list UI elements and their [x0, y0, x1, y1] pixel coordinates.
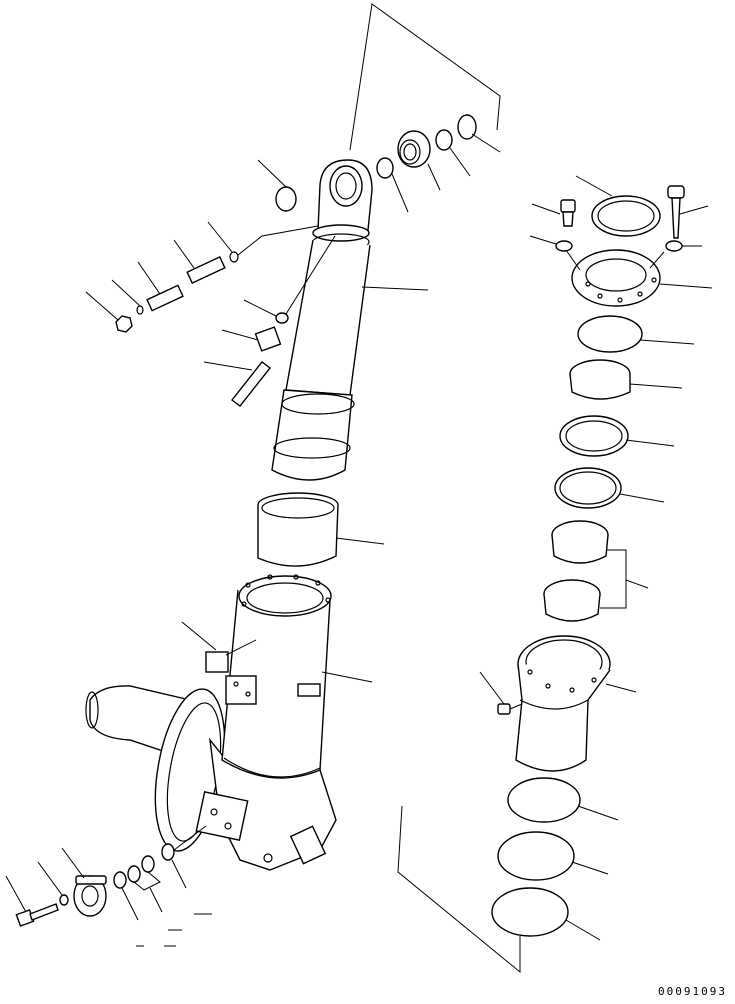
right-oring-4	[491, 887, 569, 937]
leader-washer-right-to-flange	[649, 251, 665, 269]
leader-right-washer-left	[529, 235, 557, 245]
leader-bushing	[335, 537, 385, 545]
leader-o-ring-mid-2	[285, 235, 336, 315]
leader-nut	[85, 291, 119, 321]
upper-group-bracket	[349, 3, 501, 151]
leader-snap-ring-left	[257, 159, 287, 188]
right-oring-2	[507, 777, 581, 823]
o-ring-lower-left	[161, 843, 175, 861]
leader-grease-nipple	[203, 361, 253, 371]
leader-snap-ring-top	[471, 133, 501, 153]
leader-o-ring-mid	[243, 299, 277, 317]
leader-cover-plate	[61, 847, 85, 879]
leader-right-seal-2	[619, 493, 665, 503]
cover-plate-part	[73, 875, 107, 917]
leader-right-oring-4	[565, 919, 601, 941]
leader-right-ring-top	[575, 175, 613, 197]
lower-group-bracket	[397, 805, 521, 974]
shim-1	[113, 871, 127, 889]
washer-small	[59, 894, 69, 906]
leader-right-oring-3	[571, 861, 609, 875]
leader-lower-knuckle	[321, 671, 373, 683]
right-bushing-bracket	[600, 549, 627, 609]
leader-fitting-1	[137, 261, 161, 295]
shim-3	[141, 855, 155, 873]
leader-o-ring-top	[391, 173, 409, 213]
leader-grease-to-housing	[509, 703, 523, 710]
leader-right-housing	[605, 683, 637, 693]
leader-right-bolt-long	[679, 205, 709, 215]
o-ring-top	[376, 157, 394, 179]
shim-bracket	[133, 871, 161, 891]
leader-bearing	[427, 163, 441, 191]
upper-cylinder-part	[271, 159, 373, 481]
leader-washer-to-flange	[565, 249, 581, 271]
leader-nameplate-2	[225, 639, 257, 656]
right-bushing-3	[543, 579, 601, 622]
right-grease-fitting	[497, 703, 511, 715]
plug-part	[254, 326, 282, 352]
nameplate-part	[205, 651, 229, 673]
leader-seal-ring	[449, 147, 471, 177]
leader-shim	[121, 887, 139, 921]
leader-to-cylinder	[237, 225, 319, 256]
right-seal-1	[559, 415, 629, 457]
leader-fitting-2	[173, 239, 195, 269]
right-bushing-2	[551, 520, 609, 564]
shim-2	[127, 865, 141, 883]
leader-right-bolt-left	[531, 203, 561, 215]
leader-o-ring-lower-left	[171, 859, 187, 889]
leader-nameplate	[181, 621, 217, 651]
right-bushing-1	[569, 359, 631, 400]
leader-right-seal-1	[625, 439, 675, 447]
bushing-part	[257, 492, 339, 567]
right-housing	[515, 635, 611, 772]
bearing-part	[397, 130, 431, 168]
right-bolt-left	[560, 199, 576, 227]
snap-ring-left	[275, 186, 297, 212]
right-flange-retainer	[571, 249, 661, 307]
right-bolt-long	[667, 185, 685, 239]
leader-right-grease-fitting	[479, 671, 505, 705]
right-oring-3	[497, 831, 575, 881]
leader-upper-cylinder	[361, 286, 429, 291]
leader-washer	[111, 279, 141, 307]
leader-right-oring-1	[639, 339, 695, 345]
grease-fitting-assembly	[115, 251, 239, 333]
leader-right-flange	[659, 283, 713, 289]
right-washer-left	[555, 240, 573, 252]
seal-ring	[435, 129, 453, 151]
grease-nipple-part	[231, 361, 271, 407]
leader-ring-small	[207, 221, 233, 253]
drawing-code: 00091093	[658, 985, 727, 998]
leader-shim-group	[149, 887, 163, 913]
leader-right-bushings	[625, 579, 649, 589]
right-seal-2	[554, 467, 622, 509]
leader-bolt	[5, 875, 27, 913]
bolt-part	[15, 903, 59, 927]
leader-plug	[221, 329, 259, 341]
o-ring-mid	[275, 312, 289, 324]
leader-right-bushing-1	[629, 383, 683, 389]
leader-washer-small	[37, 861, 63, 896]
right-oring-1	[577, 315, 643, 353]
leader-to-boss	[173, 825, 207, 851]
right-ring-top	[591, 195, 661, 237]
leader-right-oring-2	[577, 805, 619, 821]
right-washer-right	[665, 240, 683, 252]
snap-ring-top	[457, 114, 477, 140]
lower-knuckle-part	[85, 574, 337, 871]
